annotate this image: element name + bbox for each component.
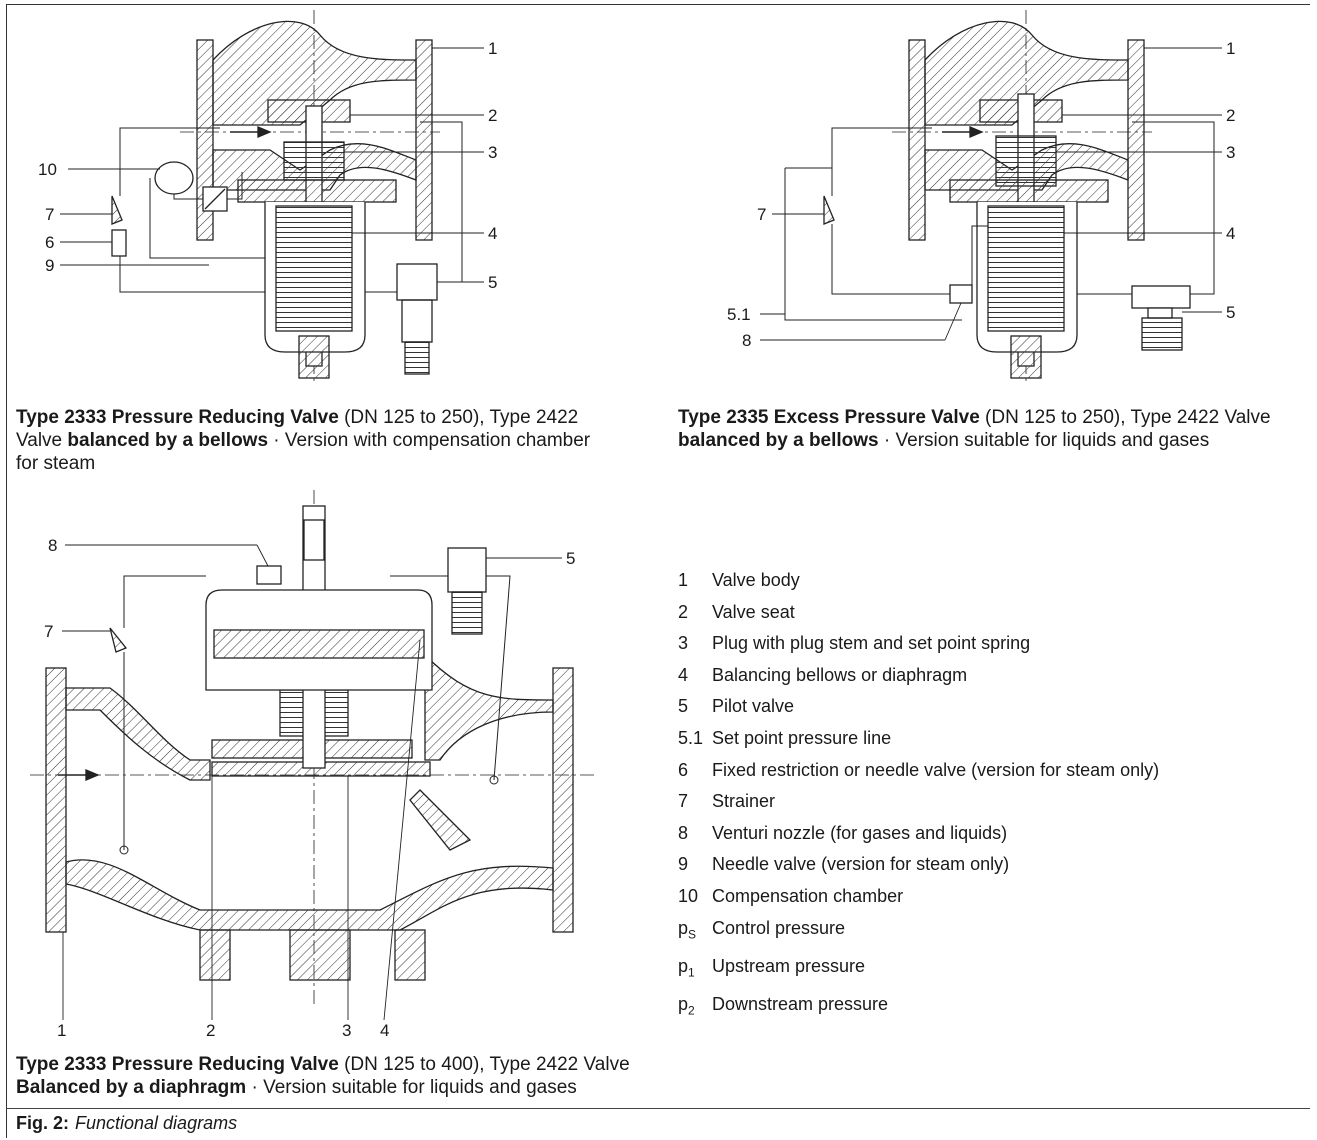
legend-text: Needle valve (version for steam only) — [712, 854, 1010, 875]
legend-key: 2 — [678, 601, 689, 622]
legend-key: p2 — [678, 993, 695, 1018]
diagram-bellows-excess-pressure — [760, 10, 1222, 385]
legend-key: 10 — [678, 885, 699, 906]
diagram-tl-labels: 1 2 3 4 5 10 7 6 9 — [38, 39, 497, 292]
label-1: 1 — [488, 39, 497, 58]
legend-item: 6 Fixed restriction or needle valve (vers… — [678, 755, 1159, 787]
label-7: 7 — [757, 205, 766, 224]
legend-item: 10 Compensation chamber — [678, 881, 1159, 913]
diagram-tr-labels: 1 2 3 4 5 7 5.1 8 — [727, 39, 1235, 350]
label-2: 2 — [1226, 106, 1235, 125]
label-8: 8 — [48, 536, 57, 555]
label-2: 2 — [488, 106, 497, 125]
legend-key: 5.1 — [678, 727, 704, 748]
label-3: 3 — [488, 143, 497, 162]
legend-key: 4 — [678, 664, 689, 685]
label-2: 2 — [206, 1021, 215, 1040]
legend-text: Valve seat — [712, 601, 795, 622]
label-5: 5 — [488, 273, 497, 292]
caption-bottom-left: Type 2333 Pressure Reducing Valve (DN 12… — [16, 1054, 630, 1098]
figure-caption: Fig. 2:Functional diagrams — [16, 1113, 238, 1133]
diagram-bellows-pressure-reducing — [60, 10, 484, 385]
legend-key: 5 — [678, 696, 689, 717]
legend-item: 5.1 Set point pressure line — [678, 723, 1159, 755]
label-1: 1 — [57, 1021, 66, 1040]
diagram-diaphragm-pressure-reducing — [30, 490, 598, 1021]
legend-list: 1 Valve body 2 Valve seat 3 Plug with plug st… — [678, 565, 1159, 1027]
label-5: 5 — [1226, 303, 1235, 322]
legend-key: 7 — [678, 791, 689, 812]
legend-key: p1 — [678, 955, 695, 980]
legend-item: 3 Plug with plug stem and set point sprin… — [678, 628, 1159, 660]
legend-key: 8 — [678, 822, 689, 843]
legend-item: 9 Needle valve (version for steam only) — [678, 849, 1159, 881]
label-10: 10 — [38, 160, 57, 179]
legend-text: Venturi nozzle (for gases and liquids) — [712, 822, 1008, 843]
caption-top-right: Type 2335 Excess Pressure Valve (DN 125 … — [678, 407, 1271, 451]
legend-key: pS — [678, 917, 697, 942]
label-3: 3 — [1226, 143, 1235, 162]
label-8: 8 — [742, 331, 751, 350]
label-9: 9 — [45, 256, 54, 275]
legend-key: 1 — [678, 570, 689, 590]
caption-top-left: Type 2333 Pressure Reducing Valve (DN 12… — [16, 407, 591, 474]
legend-text: Fixed restriction or needle valve (versi… — [712, 759, 1160, 780]
legend-item: pS Control pressure — [678, 913, 1159, 951]
legend-item: p1 Upstream pressure — [678, 951, 1159, 989]
page-frame — [6, 4, 1310, 1138]
legend-key: 3 — [678, 633, 689, 654]
label-7: 7 — [44, 622, 53, 641]
legend-item: 5 Pilot valve — [678, 691, 1159, 723]
legend-key: 6 — [678, 759, 689, 780]
legend-text: Compensation chamber — [712, 885, 904, 906]
legend-text: Strainer — [712, 791, 776, 812]
label-7: 7 — [45, 205, 54, 224]
legend-text: Set point pressure line — [712, 727, 892, 748]
legend-text: Control pressure — [712, 917, 846, 938]
label-1: 1 — [1226, 39, 1235, 58]
label-5: 5 — [566, 549, 575, 568]
legend-key: 9 — [678, 854, 689, 875]
legend-text: Upstream pressure — [712, 955, 866, 976]
label-6: 6 — [45, 233, 54, 252]
legend-text: Plug with plug stem and set point spring — [712, 633, 1031, 654]
legend-text: Balancing bellows or diaphragm — [712, 664, 968, 685]
legend-item: p2 Downstream pressure — [678, 989, 1159, 1027]
legend-item: 2 Valve seat — [678, 597, 1159, 629]
label-3: 3 — [342, 1021, 351, 1040]
legend-text: Downstream pressure — [712, 993, 889, 1014]
legend-item: 1 Valve body — [678, 565, 1159, 597]
legend-text: Valve body — [712, 570, 800, 590]
label-4: 4 — [488, 224, 497, 243]
label-4: 4 — [380, 1021, 389, 1040]
label-4: 4 — [1226, 224, 1235, 243]
legend-item: 7 Strainer — [678, 786, 1159, 818]
legend-item: 4 Balancing bellows or diaphragm — [678, 660, 1159, 692]
figure-rule — [6, 1108, 1310, 1109]
diagram-bl-labels: 8 5 7 1 2 3 4 — [44, 536, 575, 1040]
legend-text: Pilot valve — [712, 696, 795, 717]
legend-item: 8 Venturi nozzle (for gases and liquids) — [678, 818, 1159, 850]
label-5-1: 5.1 — [727, 305, 751, 324]
